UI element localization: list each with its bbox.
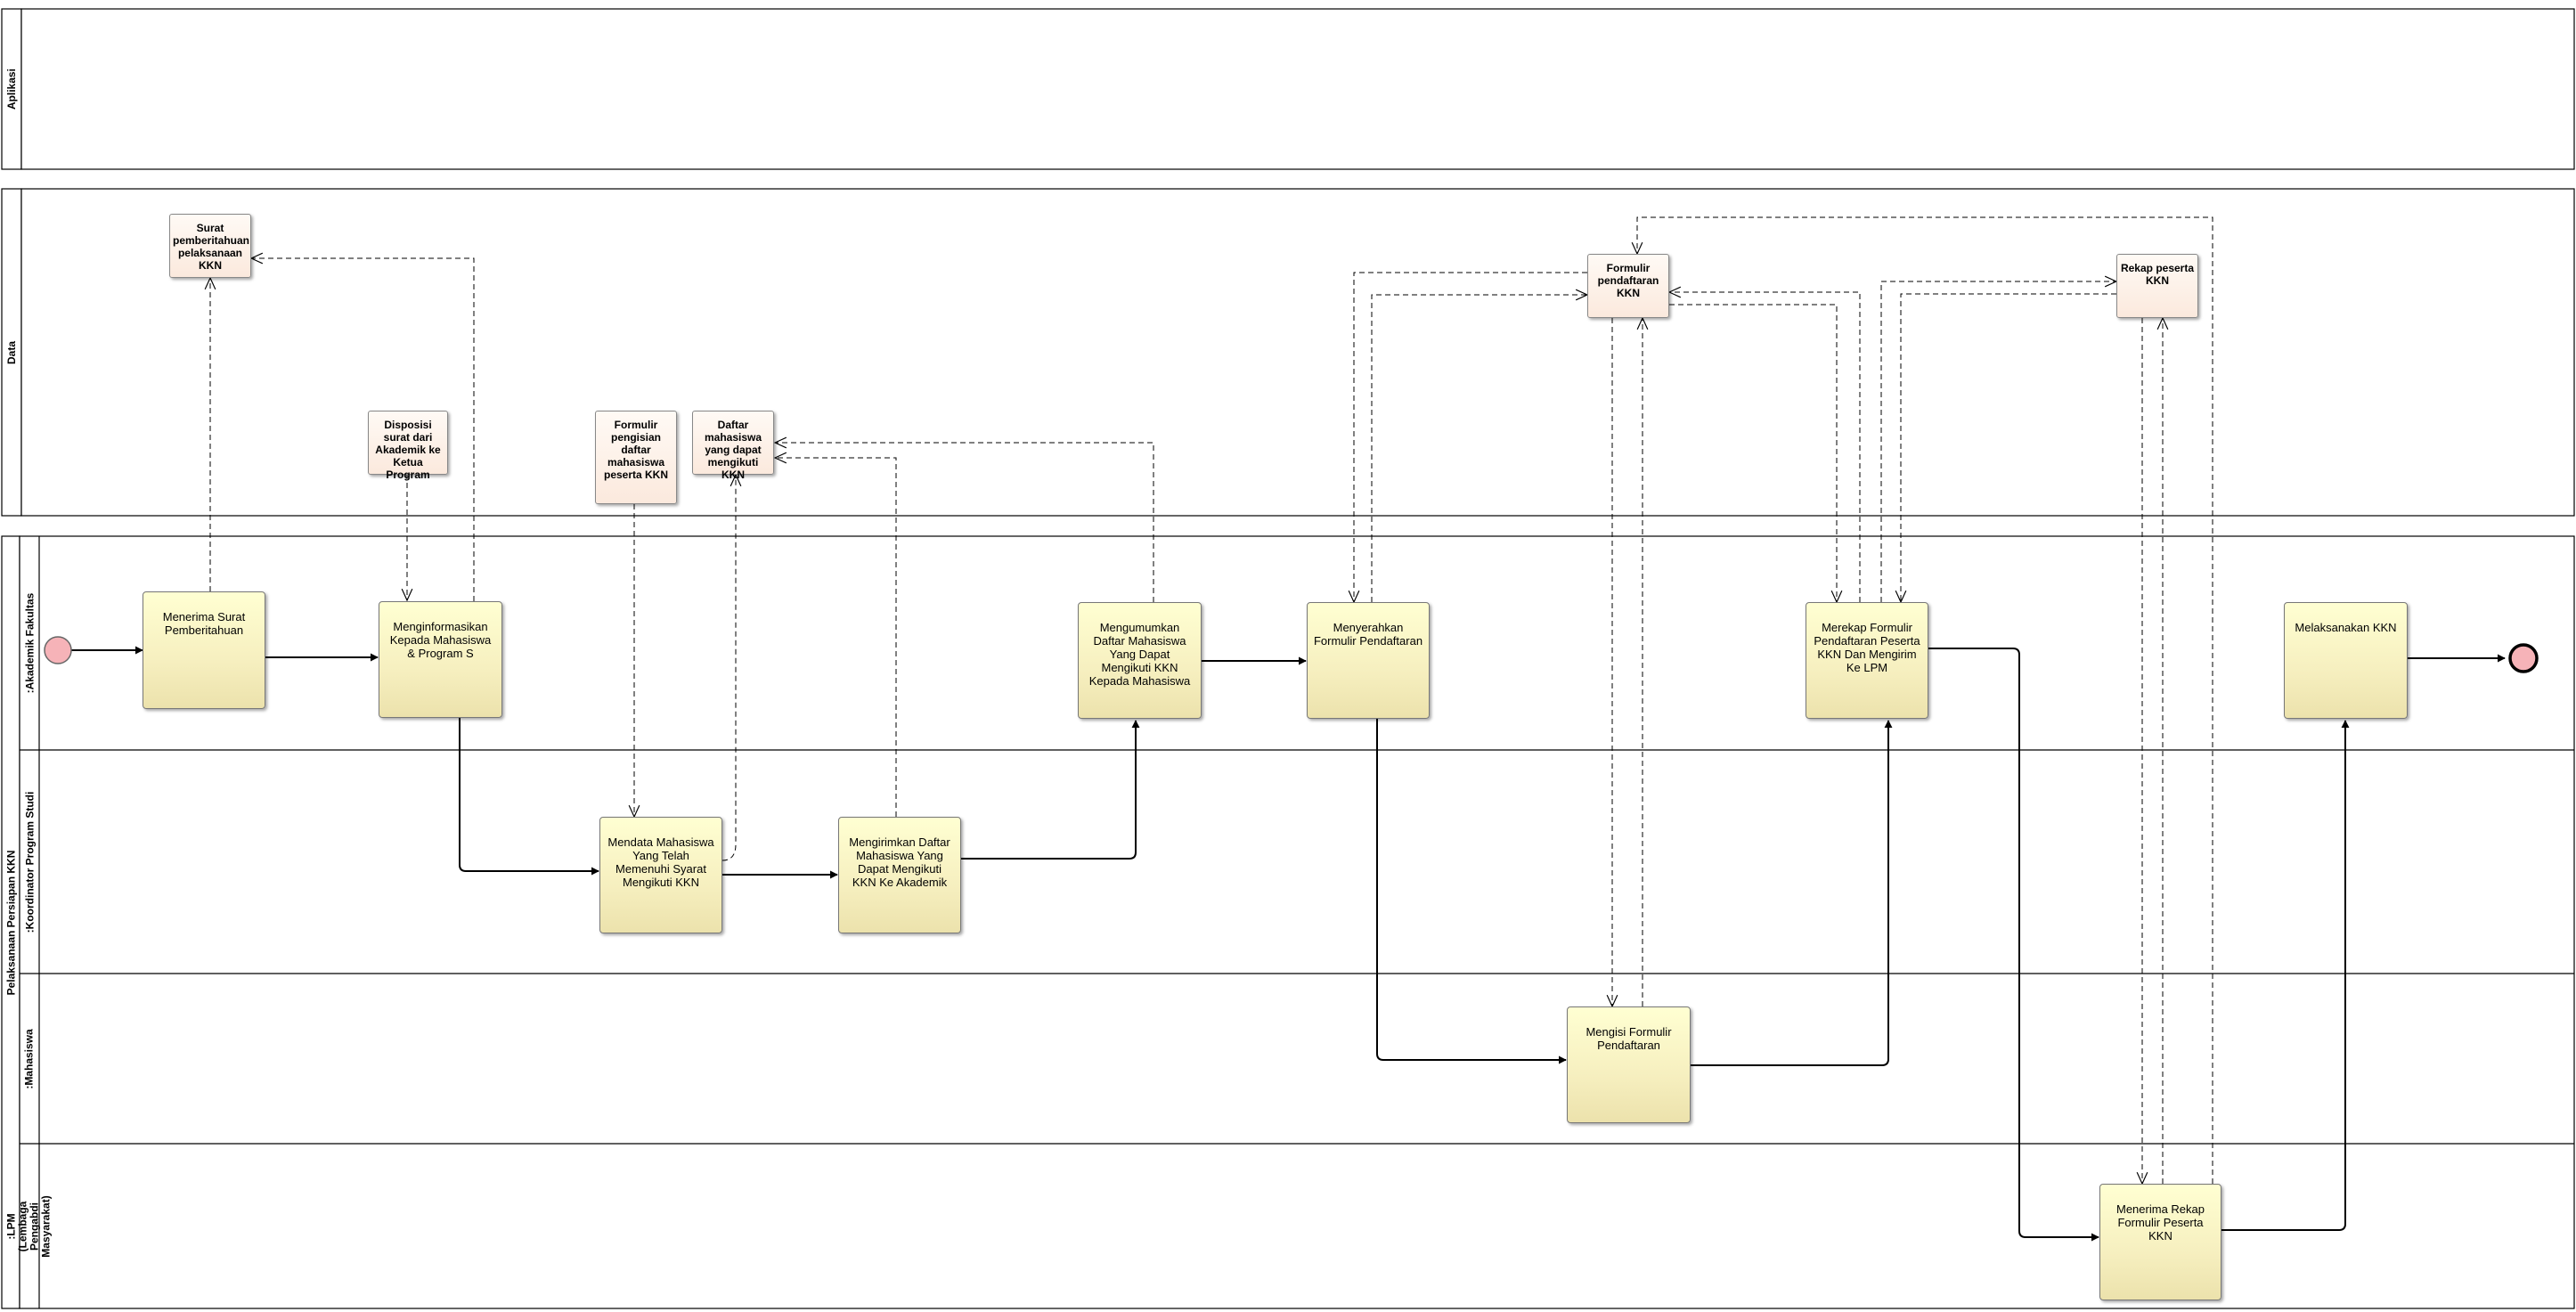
lane-mahasiswa-label-box: :Mahasiswa — [20, 974, 39, 1144]
data-object-disposisi[interactable]: Disposisi surat dari Akademik ke Ketua P… — [368, 411, 448, 481]
data-associations — [210, 216, 2213, 1184]
end-event — [2508, 643, 2539, 673]
task-menginformasikan[interactable]: Menginformasikan Kepada Mahasiswa & Prog… — [379, 601, 502, 718]
lane-lpm-label-box: :LPM (Lembaga Pengabdi Masyarakat) — [5, 1144, 53, 1308]
task-menerima-surat[interactable]: Menerima Surat Pemberitahuan — [143, 591, 265, 709]
data-object-surat[interactable]: Surat pemberitahuan pelaksanaan KKN — [169, 214, 251, 278]
task-mengisi[interactable]: Mengisi Formulir Pendaftaran — [1567, 1006, 1691, 1123]
sequence-flows — [71, 646, 2506, 1242]
data-object-formulir-pendaftaran[interactable]: Formulir pendaftaran KKN — [1587, 254, 1669, 318]
task-mendata[interactable]: Mendata Mahasiswa Yang Telah Memenuhi Sy… — [599, 817, 722, 933]
start-event — [44, 636, 72, 664]
pool-data-label: Data — [5, 340, 19, 364]
task-menyerahkan[interactable]: Menyerahkan Formulir Pendaftaran — [1307, 602, 1430, 719]
lane-akademik-label: :Akademik Fakultas — [23, 592, 36, 694]
pool-aplikasi-label: Aplikasi — [5, 68, 18, 110]
task-mengumumkan[interactable]: Mengumumkan Daftar Mahasiswa Yang Dapat … — [1078, 602, 1202, 719]
pool-aplikasi-label-box: Aplikasi — [2, 9, 21, 169]
lane-lpm-label: :LPM (Lembaga Pengabdi Masyarakat) — [5, 1194, 53, 1258]
pool-data-label-box: Data — [2, 189, 21, 516]
task-merekap[interactable]: Merekap Formulir Pendaftaran Peserta KKN… — [1806, 602, 1928, 719]
data-object-daftar[interactable]: Daftar mahasiswa yang dapat mengikuti KK… — [692, 411, 774, 481]
process-label: Pelaksanaan Persiapan KKN — [4, 850, 17, 995]
data-object-formulir-pengisian[interactable]: Formulir pengisian daftar mahasiswa pese… — [595, 411, 677, 504]
task-melaksanakan[interactable]: Melaksanakan KKN — [2284, 602, 2408, 719]
task-mengirimkan[interactable]: Mengirimkan Daftar Mahasiswa Yang Dapat … — [838, 817, 961, 933]
lane-koordinator-label: :Koordinator Program Studi — [23, 791, 37, 933]
pool-aplikasi — [1, 8, 2575, 170]
lane-mahasiswa-label: :Mahasiswa — [23, 1028, 37, 1089]
task-menerima-rekap[interactable]: Menerima Rekap Formulir Peserta KKN — [2099, 1184, 2221, 1300]
lane-koordinator-label-box: :Koordinator Program Studi — [20, 750, 39, 974]
process-label-box: Pelaksanaan Persiapan KKN — [2, 536, 20, 1308]
data-object-rekap[interactable]: Rekap peserta KKN — [2116, 254, 2198, 318]
lane-akademik-label-box: :Akademik Fakultas — [20, 536, 39, 750]
